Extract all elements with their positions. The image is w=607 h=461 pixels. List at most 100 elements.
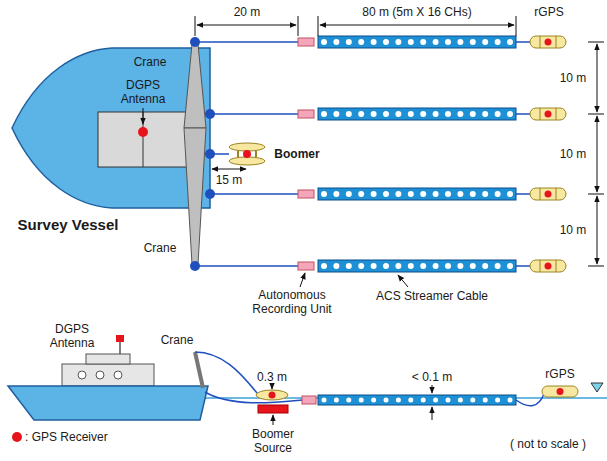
note-label-holder: ( not to scale ) [510, 437, 586, 451]
hydrophone-channel [395, 39, 401, 45]
dimension-lines [588, 194, 604, 195]
hydrophone-channel [384, 398, 389, 403]
part-label: rGPS [534, 5, 563, 19]
hydrophone-channel [470, 39, 476, 45]
hydrophone-channel [470, 191, 476, 197]
hydrophone-channel [433, 263, 439, 269]
vessel-side-view [86, 354, 130, 364]
hydrophone-channel [507, 111, 513, 117]
hydrophone-channel [408, 39, 414, 45]
tow-lines [195, 41, 298, 43]
part-label-holder: DGPS Antenna [117, 78, 169, 106]
part-label-holder: Boomer Source [245, 427, 301, 455]
float-seam [556, 108, 557, 120]
rgps-float [530, 260, 566, 272]
dimension-lines [197, 25, 296, 26]
float-seam [540, 188, 541, 200]
hydrophone-channel [321, 39, 327, 45]
dimension-label: 15 m [216, 173, 243, 187]
legend-text: : GPS Receiver [25, 430, 108, 444]
hydrophone-channel [408, 263, 414, 269]
leader-line [143, 108, 144, 124]
streamer-rows [298, 260, 566, 272]
dimension-lines [597, 44, 598, 112]
dimension-label-holder: 80 m (5m X 16 CHs) [362, 5, 471, 19]
side-dimension-arrows [432, 407, 433, 420]
boomer-side-view [256, 390, 288, 400]
hydrophone-channel [333, 263, 339, 269]
hydrophone-channel [321, 263, 327, 269]
hydrophone-channel [346, 191, 352, 197]
part-label-holder: Crane [134, 55, 167, 69]
dimension-lines [212, 169, 246, 170]
hydrophone-channel [383, 111, 389, 117]
hydrophone-channel [482, 191, 488, 197]
tow-line [516, 193, 530, 195]
hydrophone-channel [457, 39, 463, 45]
float-seam [556, 188, 557, 200]
boomer-top-view [229, 143, 265, 165]
float-seam [556, 260, 557, 272]
legend-row: : GPS Receiver [12, 430, 108, 444]
streamer-rows [298, 36, 566, 48]
gps-receiver [545, 191, 552, 198]
boomer-side-view [258, 405, 288, 413]
boomer-top-view [255, 151, 257, 157]
hydrophone-channel [346, 398, 351, 403]
hydrophone-channel [446, 398, 451, 403]
dimension-lines [195, 16, 604, 287]
hydrophone-channel [395, 191, 401, 197]
hydrophone-channel [445, 39, 451, 45]
boomer-side-view [269, 392, 276, 399]
float-seam [540, 260, 541, 272]
part-label: Crane [144, 241, 177, 255]
part-label: DGPS Antenna [117, 78, 169, 106]
part-label: Crane [134, 55, 167, 69]
dimension-lines [588, 266, 604, 267]
hydrophone-channel [371, 111, 377, 117]
hydrophone-channel [433, 191, 439, 197]
tow-points [190, 261, 200, 271]
vessel-top-view [12, 48, 210, 208]
note-label: ( not to scale ) [510, 437, 586, 451]
vessel-side-view [195, 352, 203, 388]
dimension-lines [318, 16, 319, 36]
vessel-title: Survey Vessel [18, 216, 119, 233]
dimension-lines [320, 25, 514, 26]
dimension-lines [588, 42, 604, 43]
rgps-float [530, 36, 566, 48]
vessel-top-view [12, 48, 210, 208]
hydrophone-channel [408, 398, 413, 403]
part-label: rGPS [545, 367, 574, 381]
hydrophone-channel [322, 398, 327, 403]
tow-cables [195, 352, 544, 406]
hydrophone-channel [358, 111, 364, 117]
dimension-lines [588, 114, 604, 115]
hydrophone-channel [371, 191, 377, 197]
boomer-top-view [243, 150, 251, 158]
tow-lines [210, 113, 298, 115]
side-dimension-arrows [272, 386, 273, 389]
hydrophone-channel [358, 191, 364, 197]
tow-lines [195, 265, 298, 267]
part-label-holder: ACS Streamer Cable [376, 289, 488, 303]
dimension-lines [516, 16, 517, 36]
hydrophone-channel [433, 398, 438, 403]
tow-points [205, 109, 215, 119]
boomer-top-view [229, 143, 265, 151]
part-label: Autonomous Recording Unit [244, 288, 340, 316]
hydrophone-channel [508, 398, 513, 403]
recording-unit [298, 38, 314, 46]
tow-cables [195, 352, 257, 393]
vessel-side-view [114, 371, 122, 379]
hydrophone-channel [457, 191, 463, 197]
hydrophone-channel [433, 39, 439, 45]
vessel-side-view [62, 364, 154, 386]
dimension-label: 20 m [234, 5, 261, 19]
gps-receiver [545, 263, 552, 270]
hydrophone-channel [483, 398, 488, 403]
dimension-label: 10 m [560, 147, 587, 161]
tow-lines [210, 193, 298, 195]
hydrophone-channel [333, 39, 339, 45]
